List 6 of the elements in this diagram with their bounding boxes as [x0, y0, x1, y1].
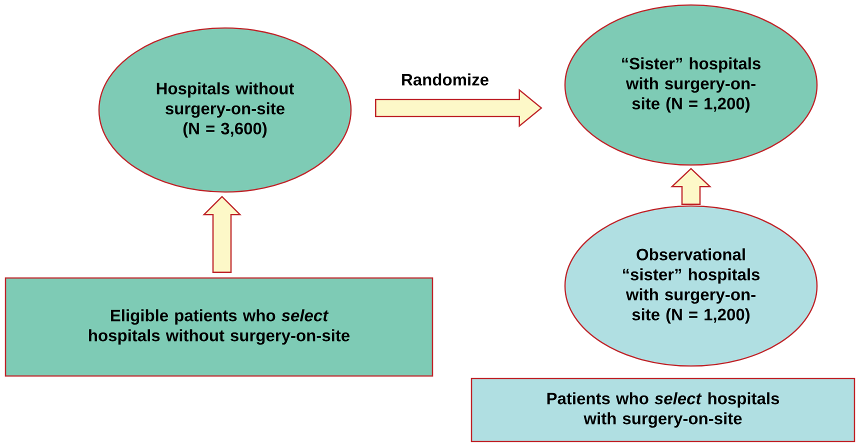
- patient-box: Patients who select hospitals with surgery-on-site: [470, 378, 856, 442]
- block-arrow: [375, 88, 542, 128]
- block-arrow: [202, 196, 242, 273]
- edge-label: Randomize: [400, 72, 490, 87]
- block-arrow: [670, 168, 712, 205]
- patient-box: Eligible patients who select hospitals without surgery-on-site: [4, 277, 434, 377]
